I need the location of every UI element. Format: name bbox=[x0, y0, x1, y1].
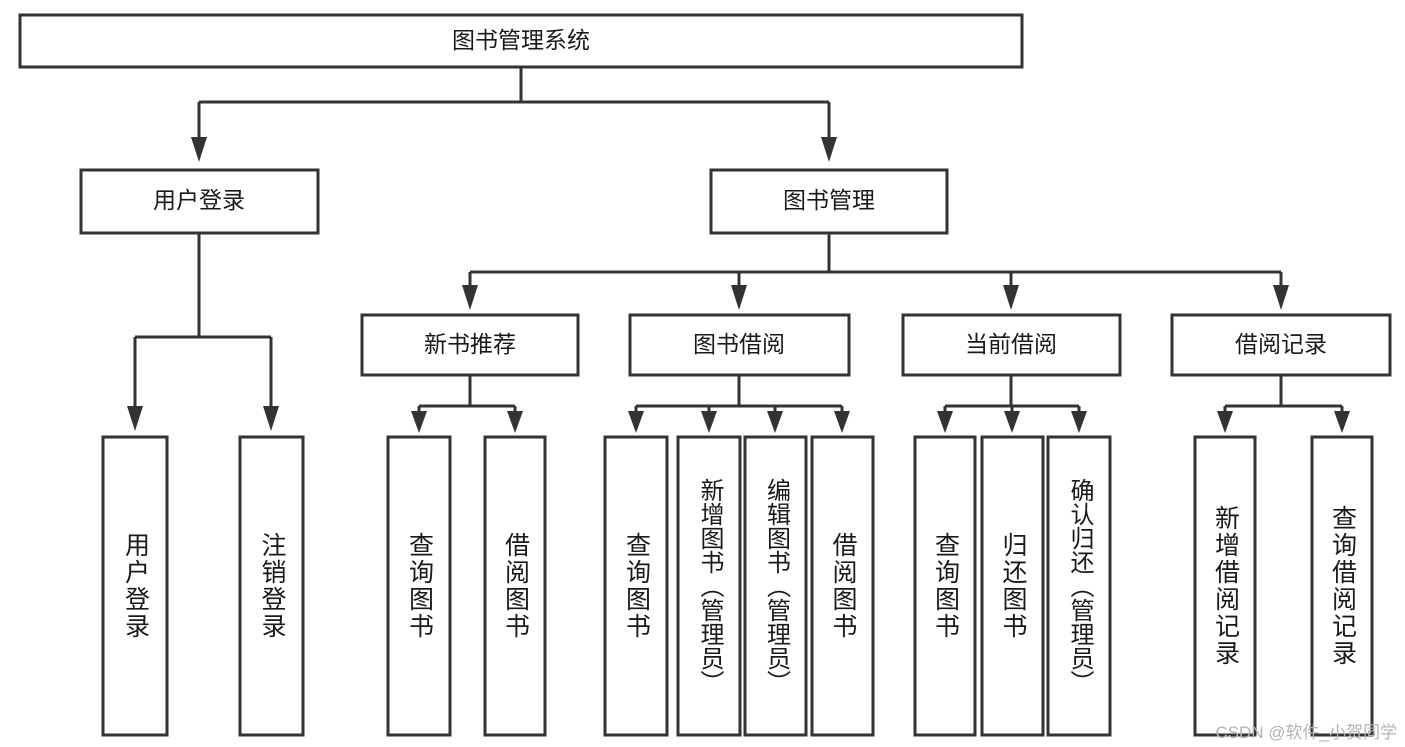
node-leaf-query-record-box[interactable] bbox=[1310, 435, 1374, 737]
node-leaf-borrow-book-2-box[interactable] bbox=[810, 435, 875, 737]
node-leaf-add-book-box[interactable] bbox=[676, 435, 742, 737]
csdn-watermark: CSDN @软件_小贺同学 bbox=[1215, 723, 1397, 742]
arrowhead-leaf-user-login bbox=[127, 406, 143, 431]
node-new-book-rec-label: 新书推荐 bbox=[424, 331, 516, 357]
node-leaf-add-record-box[interactable] bbox=[1193, 435, 1257, 737]
node-user-login-label: 用户登录 bbox=[153, 187, 245, 213]
arrowhead-leaf-query-record bbox=[1334, 411, 1350, 433]
node-leaf-confirm-return-box[interactable] bbox=[1046, 435, 1112, 737]
arrowhead-borrow-record bbox=[1273, 285, 1289, 310]
node-leaf-query-book-3-box[interactable] bbox=[913, 435, 977, 737]
node-root[interactable]: 图书管理系统 bbox=[18, 13, 1024, 69]
node-leaf-edit-book-box[interactable] bbox=[743, 435, 808, 737]
arrowhead-leaf-add-record bbox=[1217, 411, 1233, 433]
node-leaf-user-login-box[interactable] bbox=[101, 435, 169, 737]
node-leaf-query-book-1-box[interactable] bbox=[386, 435, 452, 737]
node-root-label: 图书管理系统 bbox=[452, 27, 590, 53]
connector-group-book-manage-to-level3 bbox=[462, 233, 1289, 310]
node-book-borrow[interactable]: 图书借阅 bbox=[628, 313, 851, 377]
connector-group-book-borrow-to-leaves bbox=[628, 375, 850, 433]
arrowhead-leaf-add-book bbox=[701, 411, 717, 433]
connector-group-root-to-level2 bbox=[191, 67, 837, 162]
node-book-borrow-label: 图书借阅 bbox=[693, 331, 785, 357]
node-root-box[interactable] bbox=[18, 13, 1024, 69]
node-new-book-rec[interactable]: 新书推荐 bbox=[360, 313, 580, 377]
node-borrow-record[interactable]: 借阅记录 bbox=[1170, 313, 1392, 377]
node-leaf-borrow-book-1-box[interactable] bbox=[483, 435, 547, 737]
node-current-borrow[interactable]: 当前借阅 bbox=[901, 313, 1122, 377]
connector-group-user-login-to-leaves bbox=[127, 233, 279, 431]
node-book-borrow-box[interactable] bbox=[628, 313, 851, 377]
node-leaf-return-book-box[interactable] bbox=[980, 435, 1045, 737]
node-user-login[interactable]: 用户登录 bbox=[79, 168, 320, 235]
arrowhead-book-borrow bbox=[731, 285, 747, 310]
node-borrow-record-label: 借阅记录 bbox=[1235, 331, 1327, 357]
arrowhead-leaf-query-book-1 bbox=[411, 411, 427, 433]
node-user-login-box[interactable] bbox=[79, 168, 320, 235]
node-leaf-query-book-2-box[interactable] bbox=[603, 435, 669, 737]
arrowhead-user-login bbox=[191, 137, 207, 162]
arrowhead-book-manage bbox=[821, 137, 837, 162]
arrowhead-current-borrow bbox=[1003, 285, 1019, 310]
arrowhead-new-book-rec bbox=[462, 285, 478, 310]
connector-group-new-book-rec-to-leaves bbox=[411, 375, 523, 433]
node-new-book-rec-box[interactable] bbox=[360, 313, 580, 377]
node-book-manage-box[interactable] bbox=[709, 168, 949, 235]
connector-group-current-borrow-to-leaves bbox=[937, 375, 1087, 433]
node-current-borrow-box[interactable] bbox=[901, 313, 1122, 377]
node-current-borrow-label: 当前借阅 bbox=[965, 331, 1057, 357]
node-book-manage-label: 图书管理 bbox=[783, 187, 875, 213]
arrowhead-leaf-borrow-book-2 bbox=[834, 411, 850, 433]
arrowhead-leaf-logout bbox=[263, 406, 279, 431]
arrowhead-leaf-return-book bbox=[1004, 411, 1020, 433]
connector-group-borrow-record-to-leaves bbox=[1217, 375, 1350, 433]
node-book-manage[interactable]: 图书管理 bbox=[709, 168, 949, 235]
arrowhead-leaf-query-book-3 bbox=[937, 411, 953, 433]
arrowhead-leaf-edit-book bbox=[767, 411, 783, 433]
node-leaf-logout-box[interactable] bbox=[238, 435, 305, 737]
arrowhead-leaf-query-book-2 bbox=[628, 411, 644, 433]
arrowhead-leaf-confirm-return bbox=[1071, 411, 1087, 433]
arrowhead-leaf-borrow-book-1 bbox=[507, 411, 523, 433]
node-borrow-record-box[interactable] bbox=[1170, 313, 1392, 377]
